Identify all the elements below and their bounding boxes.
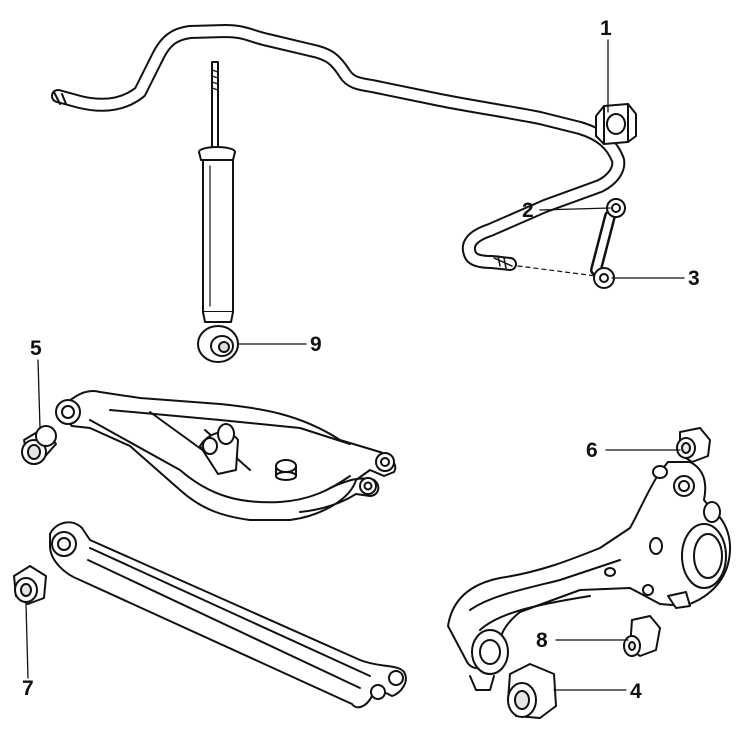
stabilizer-bushing [595, 103, 637, 145]
callout-4: 4 [630, 680, 642, 703]
bushing-part-7 [13, 565, 47, 605]
callout-7: 7 [22, 677, 34, 700]
callout-9: 9 [310, 333, 322, 356]
callout-6: 6 [586, 439, 598, 462]
upper-control-arm [55, 390, 397, 521]
callout-2: 2 [522, 199, 534, 222]
stabilizer-bar [51, 24, 626, 277]
lower-control-link [49, 521, 407, 709]
callout-1: 1 [600, 17, 612, 40]
callout-5: 5 [30, 337, 42, 360]
callout-8: 8 [536, 629, 548, 652]
bushing-part-8 [623, 615, 661, 657]
bushing-part-4 [507, 663, 557, 719]
wheel-carrier [447, 461, 731, 691]
stabilizer-link [590, 198, 626, 289]
bushing-part-5 [21, 425, 57, 465]
shock-absorber [197, 61, 239, 363]
leader-lines [25, 39, 685, 691]
bushing-part-6 [676, 427, 711, 463]
callout-3: 3 [688, 267, 700, 290]
